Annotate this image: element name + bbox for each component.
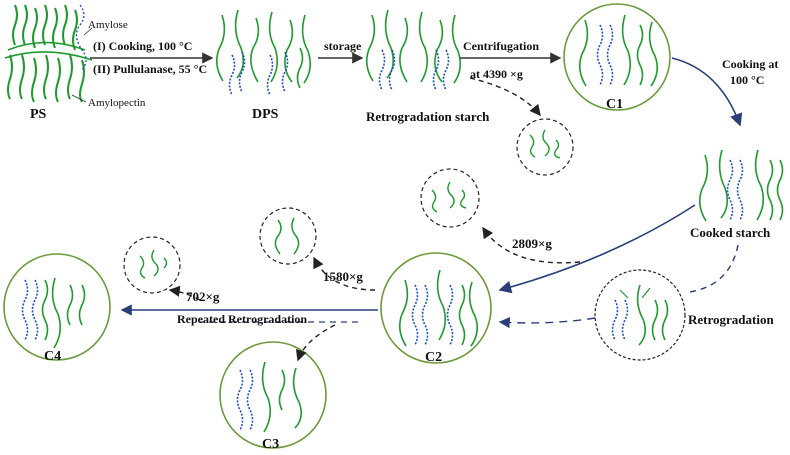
arrow-retro-to-c2 (498, 316, 596, 329)
label-amylose: Amylose (88, 19, 128, 31)
label-retrogradation: Retrogradation (688, 312, 774, 327)
dps-starch-illustration (215, 9, 312, 96)
cooked-starch-illustration (698, 149, 784, 222)
arrow-c2-to-1580 (313, 256, 376, 291)
label-c2: C2 (425, 350, 443, 365)
label-c1: C1 (606, 97, 624, 112)
label-ps: PS (30, 107, 47, 122)
label-repeated-retrogradation: Repeated Retrogradation (177, 312, 308, 326)
arrow-cooked-to-retro (689, 244, 739, 293)
label-storage: storage (324, 39, 362, 53)
label-1580g: 1580×g (323, 269, 363, 284)
label-cooking-at: Cooking at (722, 57, 779, 71)
supernatant-circle-1 (516, 118, 574, 176)
label-cooking-temp: 100 °C (730, 73, 765, 87)
ps-starch-illustration (4, 4, 93, 103)
label-pullulanase: (II) Pullulanase, 55 °C (93, 62, 208, 76)
arrow-702-to-c4 (168, 285, 201, 301)
supernatant-circle-702 (123, 236, 181, 294)
label-2809g: 2809×g (512, 236, 552, 251)
label-cooking: (I) Cooking, 100 °C (93, 39, 193, 53)
c2-circle (380, 252, 492, 364)
label-centrifugation: Centrifugation (463, 39, 539, 53)
c1-circle (563, 3, 671, 111)
supernatant-circle-1580 (259, 207, 317, 265)
label-c3: C3 (262, 437, 280, 452)
arrow-c2-to-c3 (295, 324, 336, 362)
label-c4: C4 (44, 349, 62, 364)
c4-circle (3, 253, 111, 361)
retrogradation-starch-illustration (365, 9, 462, 91)
label-amylopectin: Amylopectin (88, 97, 146, 109)
label-centrifugation-speed: at 4390 ×g (470, 67, 523, 81)
supernatant-circle-2809 (420, 168, 480, 228)
label-dps: DPS (252, 107, 279, 122)
c3-circle (219, 341, 327, 449)
retrogradation-circle (594, 269, 686, 361)
label-cooked-starch: Cooked starch (690, 225, 771, 240)
arrow-retro-to-supernatant (469, 77, 541, 117)
label-retrogradation-starch: Retrogradation starch (366, 109, 490, 124)
arrow-cooked-to-c2 (498, 204, 696, 294)
arrow-c1-to-cooked (671, 57, 743, 127)
label-702g: 702×g (186, 289, 220, 304)
